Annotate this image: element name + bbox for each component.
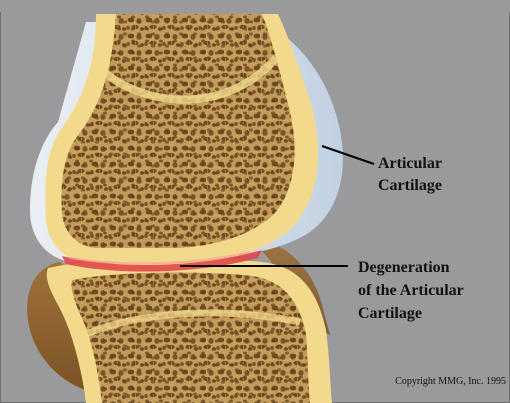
- tibia-spongy-overlay: [71, 273, 310, 403]
- degeneration-label-line-3: Cartilage: [358, 305, 422, 322]
- top-edge-mask: [0, 0, 510, 12]
- articular-cartilage-label-line-2: Cartilage: [378, 177, 442, 194]
- degeneration-label-line-1: Degeneration: [358, 259, 450, 276]
- degeneration-label-line-2: of the Articular: [358, 282, 464, 299]
- copyright-notice: Copyright MMG, Inc. 1995: [395, 376, 506, 387]
- articular-cartilage-label-line-1: Articular: [378, 155, 442, 172]
